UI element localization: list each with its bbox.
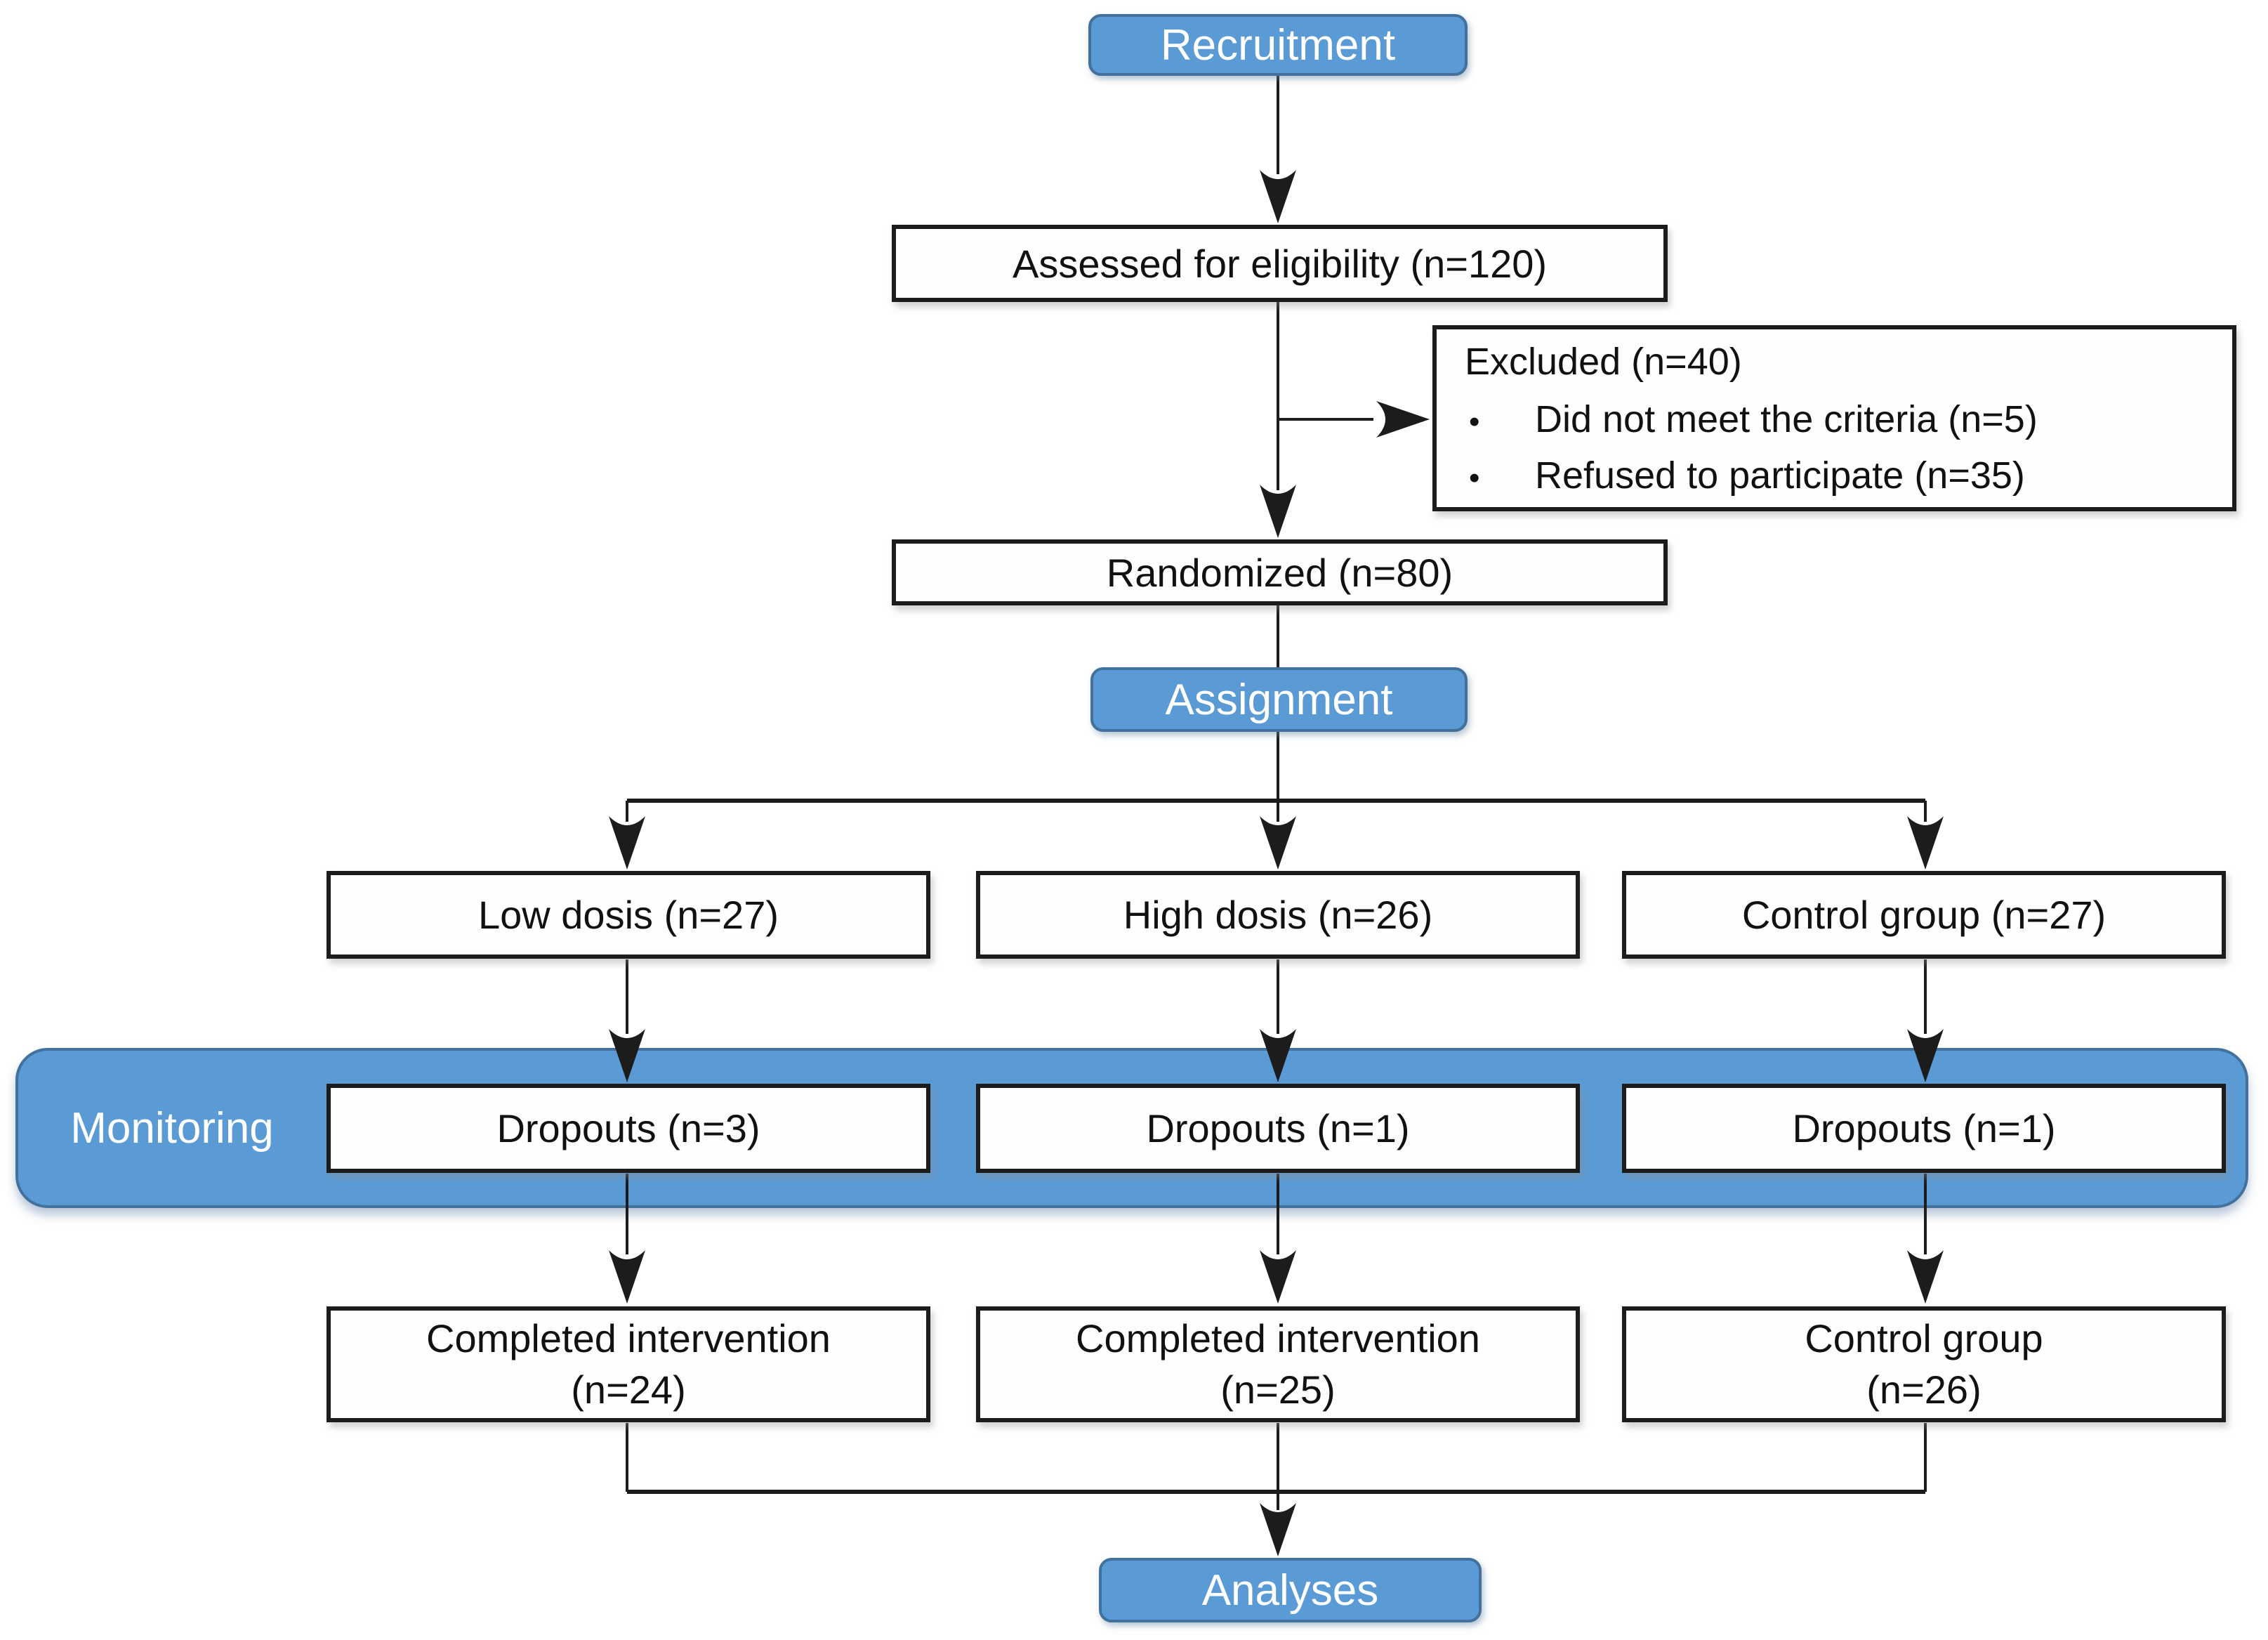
dropouts-low-dosis-box: Dropouts (n=3) — [327, 1084, 930, 1173]
recruitment-phase-label: Recruitment — [1160, 20, 1396, 70]
outcome-low-line2: (n=24) — [571, 1367, 686, 1412]
outcome-high-line2: (n=25) — [1220, 1367, 1336, 1412]
group-high-dosis-box: High dosis (n=26) — [976, 871, 1580, 959]
randomized-box: Randomized (n=80) — [892, 539, 1668, 605]
analyses-phase-box: Analyses — [1099, 1558, 1482, 1622]
assignment-phase-label: Assignment — [1165, 675, 1393, 724]
excluded-title: Excluded (n=40) — [1465, 340, 1742, 383]
dropouts-low-dosis-label: Dropouts (n=3) — [496, 1106, 760, 1150]
dropouts-high-dosis-label: Dropouts (n=1) — [1146, 1106, 1410, 1150]
excluded-reason-item: Refused to participate (n=35) — [1465, 454, 2038, 497]
outcome-low-line1: Completed intervention — [426, 1316, 831, 1360]
analyses-phase-label: Analyses — [1201, 1566, 1379, 1615]
monitoring-phase-label-box: Monitoring — [21, 1048, 323, 1208]
dropouts-control-box: Dropouts (n=1) — [1622, 1084, 2226, 1173]
outcome-control-line1: Control group — [1805, 1316, 2043, 1360]
dropouts-high-dosis-box: Dropouts (n=1) — [976, 1084, 1580, 1173]
excluded-reason-text: Refused to participate (n=35) — [1535, 454, 2025, 497]
excluded-reason-list: Did not meet the criteria (n=5) Refused … — [1465, 398, 2038, 497]
outcome-control-line2: (n=26) — [1866, 1367, 1982, 1412]
group-control-box: Control group (n=27) — [1622, 871, 2226, 959]
group-low-dosis-label: Low dosis (n=27) — [477, 893, 779, 937]
recruitment-phase-box: Recruitment — [1088, 14, 1468, 76]
excluded-reason-item: Did not meet the criteria (n=5) — [1465, 398, 2038, 441]
group-control-label: Control group (n=27) — [1741, 893, 2107, 937]
excluded-reason-text: Did not meet the criteria (n=5) — [1535, 398, 2038, 440]
group-low-dosis-box: Low dosis (n=27) — [327, 871, 930, 959]
assignment-phase-box: Assignment — [1090, 667, 1468, 732]
bullet-icon — [1465, 405, 1535, 440]
completed-intervention-high-box: Completed intervention (n=25) — [976, 1306, 1580, 1422]
monitoring-phase-label: Monitoring — [70, 1103, 274, 1153]
randomized-label: Randomized (n=80) — [1106, 550, 1453, 595]
excluded-box: Excluded (n=40) Did not meet the criteri… — [1432, 325, 2236, 511]
bullet-icon — [1465, 461, 1535, 496]
dropouts-control-label: Dropouts (n=1) — [1792, 1106, 2056, 1150]
assessed-for-eligibility-box: Assessed for eligibility (n=120) — [892, 225, 1668, 302]
completed-intervention-low-box: Completed intervention (n=24) — [327, 1306, 930, 1422]
outcome-high-line1: Completed intervention — [1076, 1316, 1480, 1360]
assessed-label: Assessed for eligibility (n=120) — [1012, 241, 1548, 286]
control-group-outcome-box: Control group (n=26) — [1622, 1306, 2226, 1422]
group-high-dosis-label: High dosis (n=26) — [1123, 893, 1433, 937]
